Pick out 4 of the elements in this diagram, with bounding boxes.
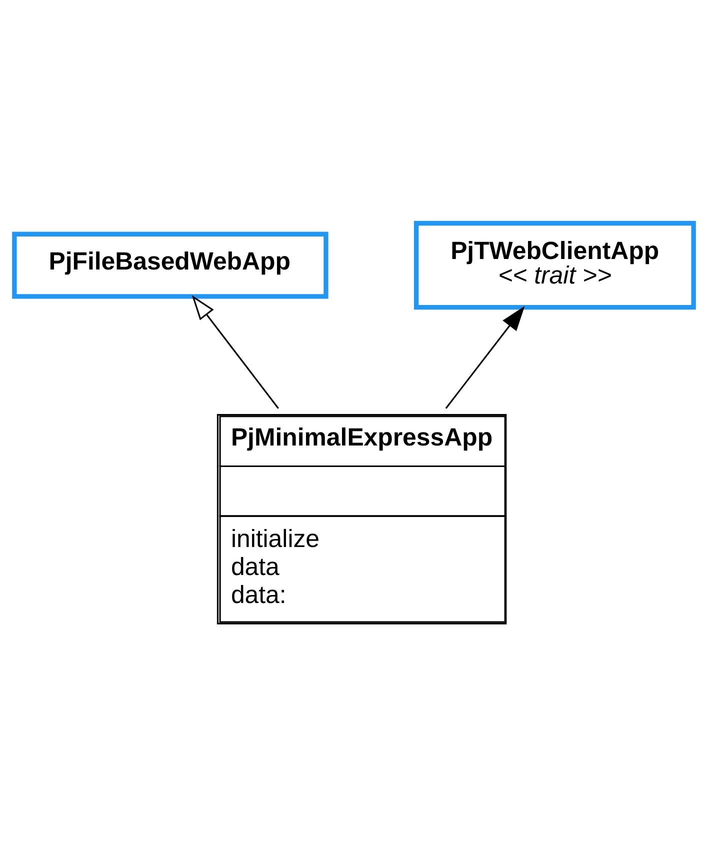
arrow <box>445 306 525 409</box>
arrow <box>192 295 279 409</box>
node-box: PjTWebClientApp << trait >> <box>414 220 696 310</box>
node-box: PjFileBasedWebApp <box>12 232 328 299</box>
